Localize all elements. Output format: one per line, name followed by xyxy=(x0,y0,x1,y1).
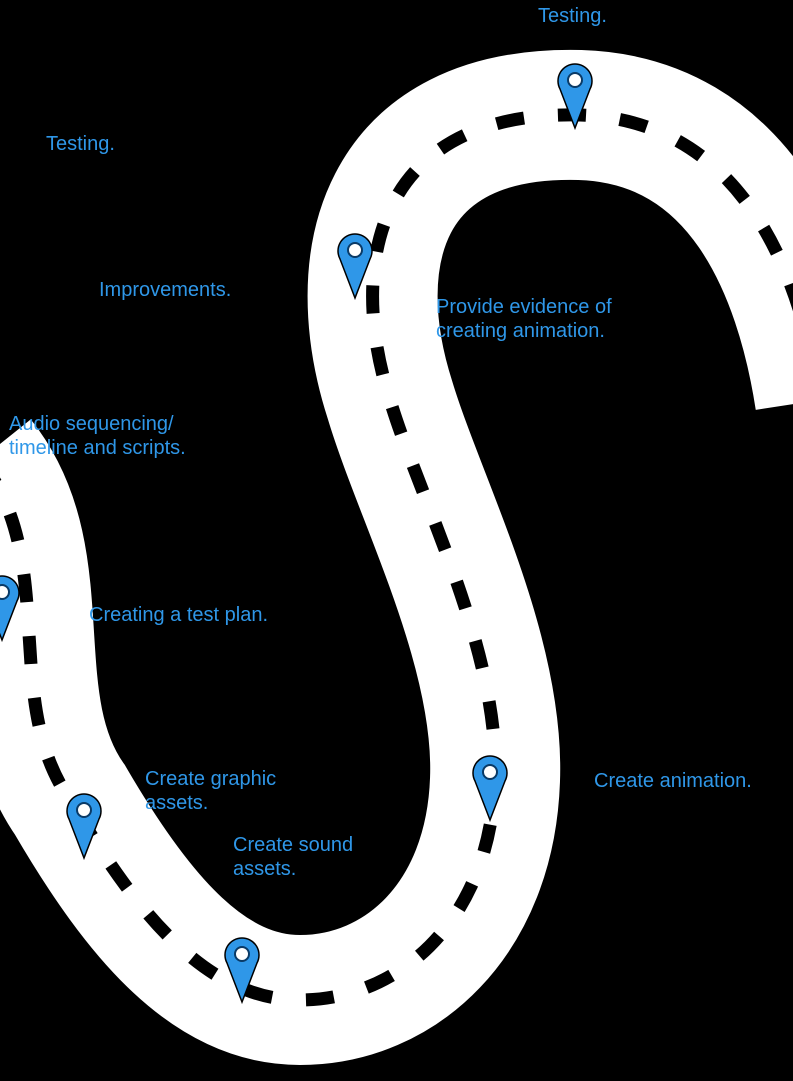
label-line: creating animation. xyxy=(436,320,605,342)
label-line: timeline and scripts. xyxy=(9,437,186,459)
label-test-plan: Creating a test plan. xyxy=(89,603,268,627)
label-line: Testing. xyxy=(46,133,115,155)
label-line: Create sound xyxy=(233,834,354,856)
map-pin-icon xyxy=(472,755,508,823)
milestone-pins xyxy=(0,63,593,1005)
label-line: Create animation. xyxy=(594,770,752,792)
label-audio-sequencing: Audio sequencing/ timeline and scripts. xyxy=(9,412,186,460)
label-testing-top: Testing. xyxy=(538,4,607,28)
map-pin-icon xyxy=(557,63,593,131)
label-create-animation: Create animation. xyxy=(594,769,752,793)
label-line: Audio sequencing/ xyxy=(9,413,174,435)
label-line: assets. xyxy=(233,858,297,880)
map-pin-icon xyxy=(0,575,20,643)
label-line: Testing. xyxy=(538,5,607,27)
label-line: Creating a test plan. xyxy=(89,604,268,626)
label-line: Create graphic xyxy=(145,768,277,790)
label-testing-left: Testing. xyxy=(46,132,115,156)
label-provide-evidence: Provide evidence of creating animation. xyxy=(436,295,612,343)
label-graphic-assets: Create graphic assets. xyxy=(145,767,276,815)
road-center-dashes xyxy=(0,108,793,1007)
label-improvements: Improvements. xyxy=(99,278,231,302)
label-line: Provide evidence of xyxy=(436,296,612,318)
label-line: assets. xyxy=(145,792,209,814)
map-pin-icon xyxy=(337,233,373,301)
map-pin-icon xyxy=(66,793,102,861)
map-pin-icon xyxy=(224,937,260,1005)
label-line: Improvements. xyxy=(99,279,232,301)
label-sound-assets: Create sound assets. xyxy=(233,833,353,881)
